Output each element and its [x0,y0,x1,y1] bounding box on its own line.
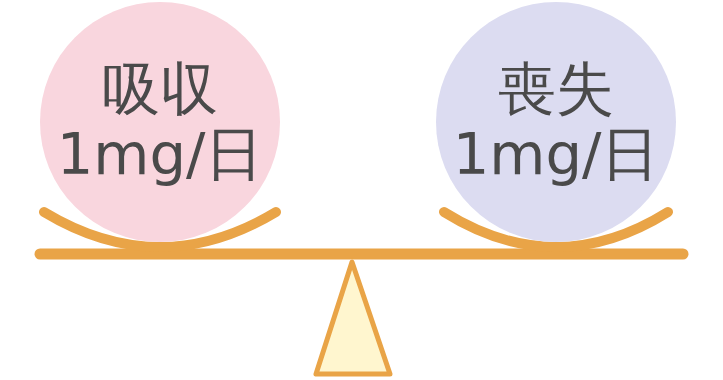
node-heading: 喪失 [498,56,614,123]
node-heading: 吸収 [102,56,218,123]
circle-node: 喪失1mg/日 [436,2,676,242]
node-value: 1mg/日 [453,122,660,188]
fulcrum [316,262,390,374]
node-value: 1mg/日 [57,122,264,188]
circle-node: 吸収1mg/日 [40,2,280,242]
